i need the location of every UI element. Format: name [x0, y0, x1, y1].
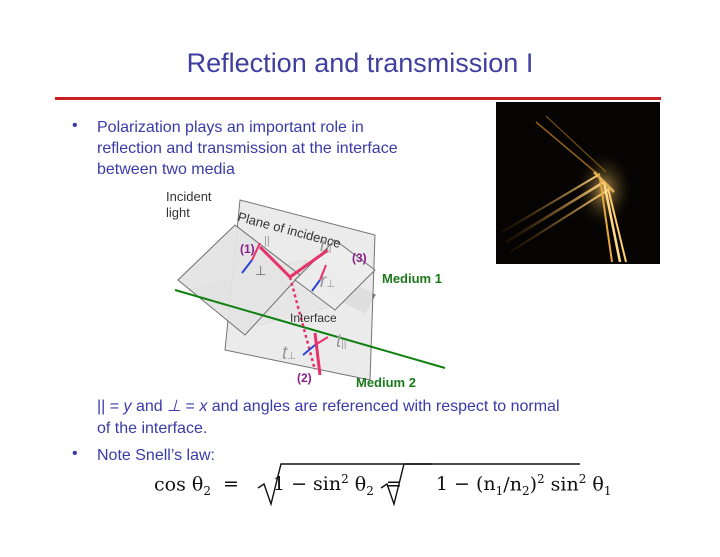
transmitted-ray-lower [313, 332, 322, 376]
incident-label-line-1: Incident [166, 189, 212, 204]
wave-2-label: (2) [297, 371, 312, 385]
r-perp-symbol: r [320, 271, 327, 292]
r-parallel-label: r|| [320, 235, 332, 257]
wave-3-label: (3) [352, 251, 367, 265]
and-text: and [131, 398, 168, 415]
equals-1: = [105, 398, 124, 415]
polarization-definition: || = y and ⊥ = x and angles are referenc… [97, 396, 560, 440]
bullet-dot-2: • [72, 445, 78, 462]
formula-rad2-sub1: 1 [495, 484, 504, 499]
t-parallel-sub: || [341, 339, 347, 350]
formula-eq-1: = [223, 473, 239, 496]
definition-line-1: || = y and ⊥ = x and angles are referenc… [97, 396, 560, 418]
incident-light-label: Incident light [166, 189, 212, 221]
formula-eq-2: = [385, 473, 402, 496]
wave-1-label: (1) [240, 242, 255, 256]
reflected-perp-arrow [311, 279, 321, 292]
transmitted-ray [288, 276, 317, 371]
formula-rad1-b: θ [348, 473, 367, 496]
var-x: x [199, 398, 208, 415]
formula-rad2-d: sin [544, 473, 579, 496]
var-y: y [123, 398, 132, 415]
medium-2-label: Medium 2 [356, 375, 416, 390]
formula-radicals [257, 463, 580, 507]
incident-par-arrow [251, 242, 261, 261]
definition-line-2: of the interface. [97, 420, 208, 437]
transmitted-perp-arrow [302, 344, 316, 356]
bullet-dot-1: • [72, 117, 78, 134]
reflected-par-arrow [319, 264, 327, 281]
refraction-photo [496, 102, 660, 264]
incident-label-line-2: light [166, 205, 190, 220]
formula-rad2-sup1: 2 [537, 472, 545, 486]
bullet-1: Polarization plays an important role in … [97, 117, 398, 180]
t-parallel-label: t|| [336, 331, 346, 353]
formula-rad2-a: 1 − (n [435, 473, 496, 496]
formula-rad1-a: 1 − sin [272, 473, 342, 496]
formula-rad2-c: ) [529, 473, 537, 496]
formula-rad1-sup: 2 [341, 472, 349, 486]
perp-symbol: ⊥ [167, 398, 182, 415]
bullet-1-line-1: Polarization plays an important role in [97, 119, 364, 136]
medium-1-label: Medium 1 [382, 271, 442, 286]
refraction-photo-icon [496, 102, 660, 264]
incident-perp-arrow [241, 259, 253, 274]
formula-rad2-sub2: 2 [521, 484, 530, 499]
formula-rad2-sup2: 2 [578, 472, 587, 486]
polarization-diagram: Incident light Plane of incidence Interf… [160, 185, 480, 405]
t-perp-sub: ⊥ [287, 351, 296, 362]
medium-boundary-line [174, 289, 446, 369]
incident-perp-mark: ⊥ [255, 263, 267, 278]
parallel-symbol: || [97, 398, 106, 415]
r-parallel-symbol: r [320, 235, 327, 256]
t-perp-label: t⊥ [282, 343, 296, 365]
slide-title: Reflection and transmission I [186, 48, 534, 78]
formula-rad2-e: θ [586, 473, 604, 496]
title-divider [55, 97, 661, 100]
formula-text: cos θ2 = 1 − sin2 θ2 = 1 − (n1/n2)2 sin2… [154, 472, 612, 498]
transmitted-par-arrow [314, 336, 329, 346]
bullet-1-line-2: reflection and transmission at the inter… [97, 140, 398, 157]
equals-2: = [181, 398, 200, 415]
r-perp-label: r⊥ [320, 271, 335, 293]
interface-label: Interface [290, 311, 337, 325]
t-perp-symbol: t [282, 343, 288, 364]
formula-lhs-sub: 2 [203, 484, 211, 499]
definition-rest: and angles are referenced with respect t… [207, 398, 560, 415]
bullet-2: Note Snell’s law: [97, 447, 215, 464]
formula-lhs: cos θ [154, 473, 204, 496]
t-parallel-symbol: t [336, 331, 342, 352]
formula-rad2-sub3: 1 [603, 484, 612, 499]
incident-ray [258, 245, 292, 279]
r-perp-sub: ⊥ [326, 279, 336, 290]
incident-par-mark: || [264, 235, 270, 247]
bullet-1-line-3: between two media [97, 161, 235, 178]
r-parallel-sub: || [326, 243, 332, 254]
formula-rad1-sub: 2 [366, 484, 374, 499]
reflected-ray [289, 248, 329, 279]
formula-rad2-b: /n [503, 473, 522, 496]
